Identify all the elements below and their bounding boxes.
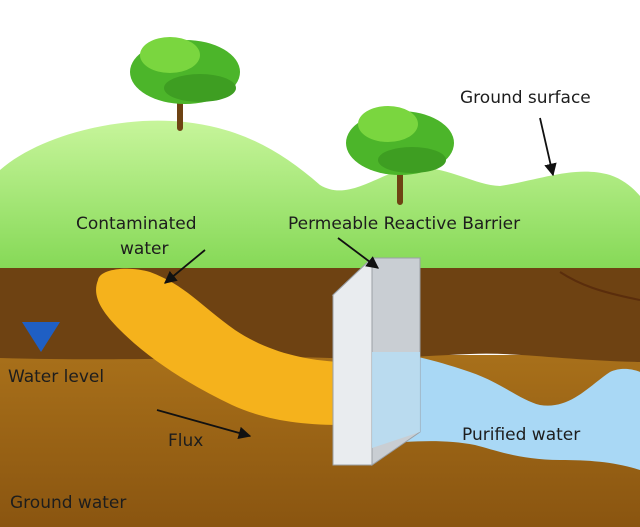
tree-canopy-lower [164,74,236,102]
tree-canopy-highlight [140,37,200,73]
contaminated-water-label-line2: water [120,239,168,259]
contaminated-plume [96,268,345,425]
tree-canopy-highlight [358,106,418,142]
permeable-reactive-barrier [331,256,422,466]
tree-left [130,37,240,131]
ground-surface-hills [0,120,640,269]
barrier-label: Permeable Reactive Barrier [288,214,520,234]
tree-canopy-lower [378,147,446,173]
tree-right [346,106,454,205]
flux-label: Flux [168,431,203,451]
water-level-label: Water level [8,367,104,387]
ground-surface-label: Ground surface [460,88,591,108]
flux-arrow [156,409,252,440]
contaminated-water-label-line1: Contaminated [76,214,197,234]
soil-crack [559,271,640,301]
ground-surface-arrow [539,117,557,177]
purified-water-flow [372,351,640,470]
barrier-arrow [337,237,380,269]
contaminated-arrow [164,249,206,284]
topsoil-layer [0,268,640,362]
barrier-front [332,256,373,466]
water-level-triangle-icon [22,322,60,352]
purified-water-label: Purified water [462,425,580,445]
barrier-water-exit [372,352,420,448]
ground-water-label: Ground water [10,493,126,513]
